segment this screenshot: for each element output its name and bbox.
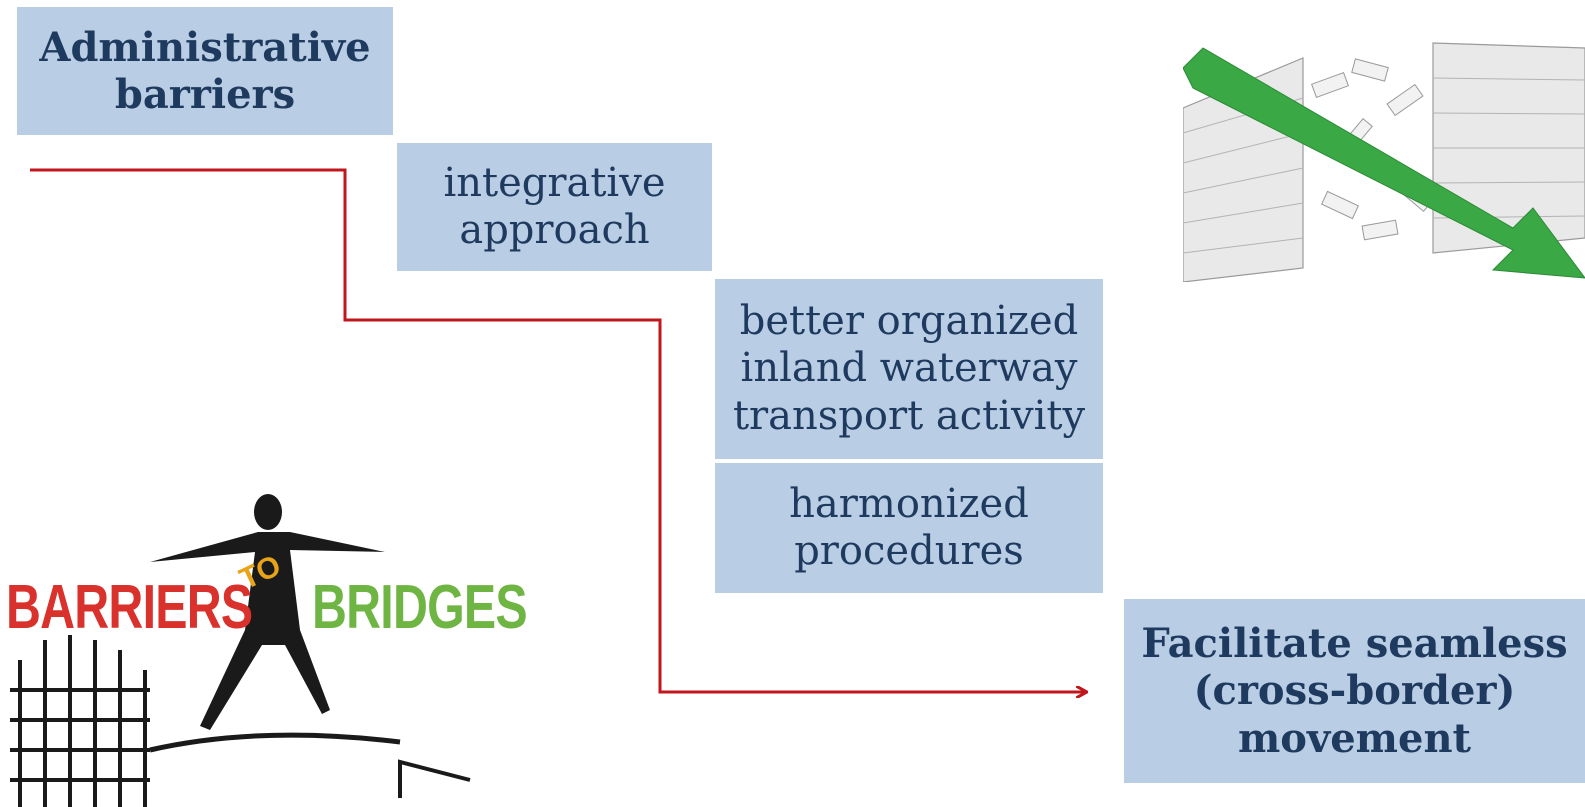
person-leaping-fence-icon: [10, 494, 471, 807]
logo-word-bridges: BRIDGES: [312, 573, 528, 642]
logo-word-barriers: BARRIERS: [6, 573, 253, 642]
step-label: harmonized procedures: [789, 480, 1029, 574]
step-box-harmonized-procedures: harmonized procedures: [715, 463, 1103, 593]
step-label: better organized inland waterway transpo…: [732, 298, 1086, 439]
step-label: integrative approach: [443, 159, 666, 253]
step-box-integrative-approach: integrative approach: [397, 143, 712, 271]
step-box-administrative-barriers: Administrative barriers: [17, 7, 393, 135]
barriers-to-bridges-logo: BARRIERS TO BRIDGES: [0, 480, 528, 807]
step-label: Facilitate seamless (cross-border) movem…: [1141, 620, 1568, 762]
step-box-facilitate-movement: Facilitate seamless (cross-border) movem…: [1124, 599, 1585, 783]
step-label: Administrative barriers: [39, 23, 371, 118]
step-box-better-organized: better organized inland waterway transpo…: [715, 279, 1103, 459]
brick-wall-arrow-image: [1183, 38, 1585, 282]
